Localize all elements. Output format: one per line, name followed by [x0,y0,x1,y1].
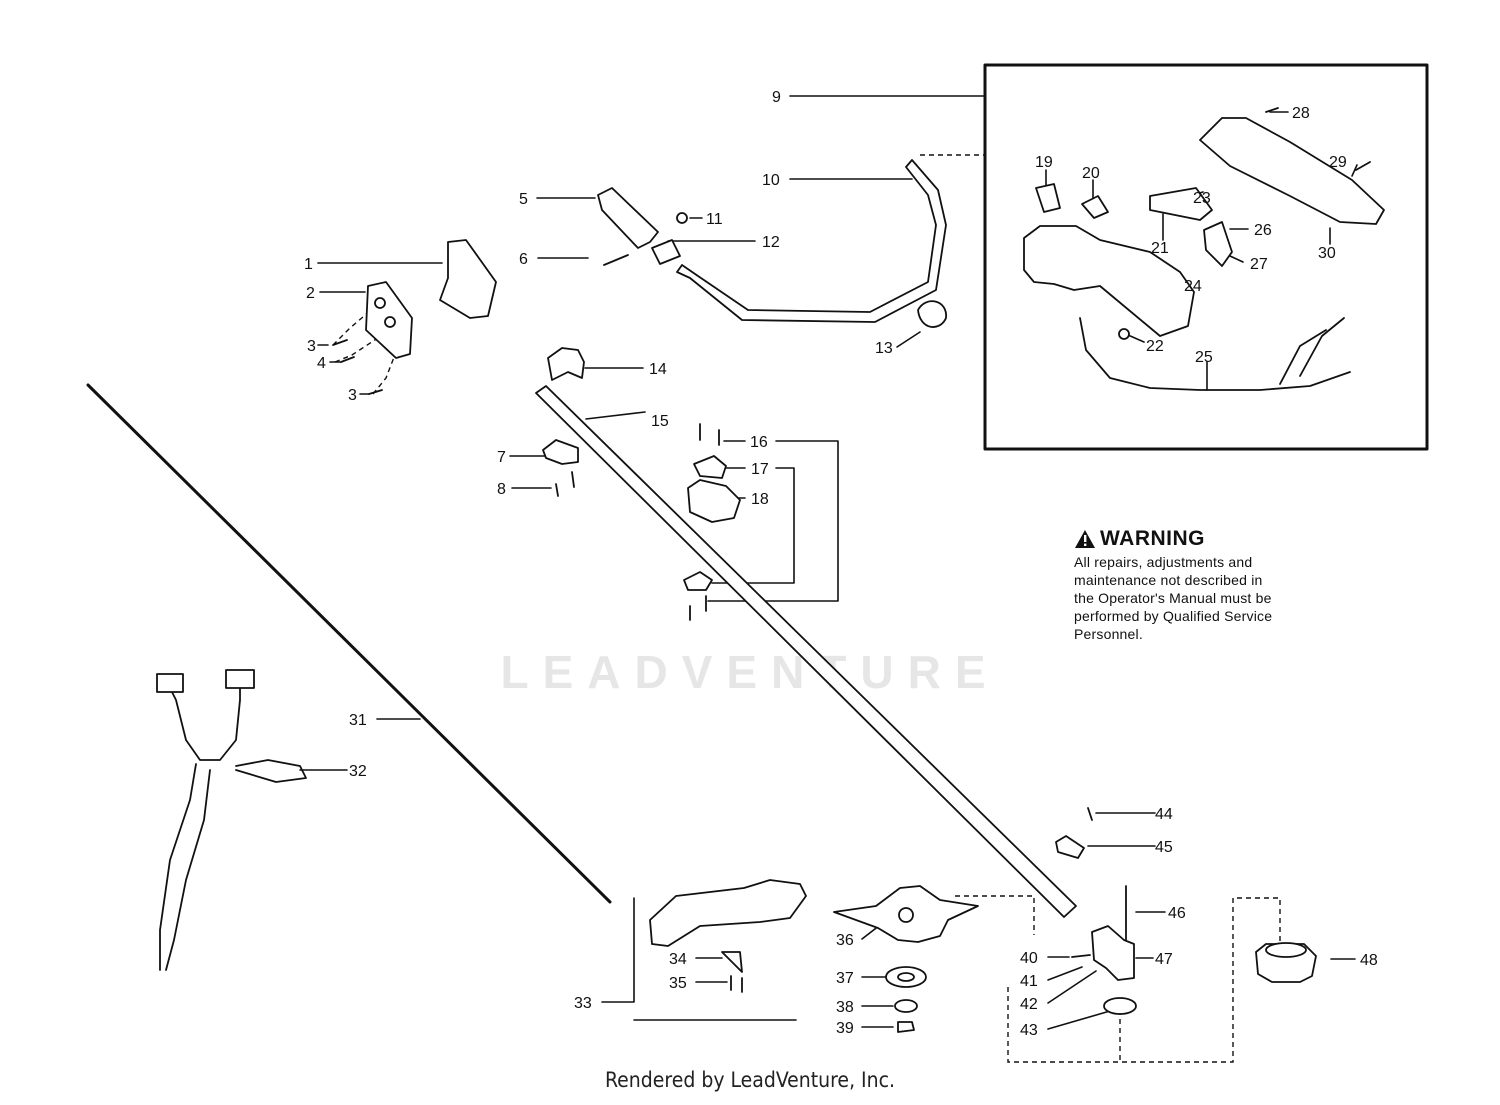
rendered-by-footer: Rendered by LeadVenture, Inc. [605,1068,895,1092]
clip-45-part [1055,835,1085,859]
adapter-43-part [1103,997,1137,1015]
washer-38-part [894,999,918,1013]
lower-clamp-part [683,571,713,591]
callout-6: 6 [519,251,528,268]
callout-27: 27 [1250,256,1268,273]
callout-31: 31 [349,712,367,729]
nut-39-part [897,1021,915,1033]
grip-handle-part [597,187,659,249]
loop-handle [676,159,947,323]
gear-head-part [1091,925,1135,981]
nut-part [676,212,688,224]
warning-line: maintenance not described in [1074,572,1263,588]
callout-22: 22 [1146,338,1164,355]
warning-title: WARNING [1074,527,1334,551]
warning-body: All repairs, adjustments and maintenance… [1074,553,1334,643]
callout-26: 26 [1254,222,1272,239]
callout-25: 25 [1195,349,1213,366]
callout-23: 23 [1193,190,1211,207]
callout-41: 41 [1020,973,1038,990]
warning-line: Personnel. [1074,626,1143,642]
callout-33: 33 [574,995,592,1012]
switch-assembly-part [687,479,741,523]
callout-18: 18 [751,491,769,508]
callout-10: 10 [762,172,780,189]
callout-29: 29 [1329,154,1347,171]
callout-14: 14 [649,361,667,378]
callout-42: 42 [1020,996,1038,1013]
callout-24: 24 [1184,278,1202,295]
clamp-7-part [542,439,579,465]
harness-part [165,675,241,761]
callout-44: 44 [1155,806,1173,823]
callout-30: 30 [1318,245,1336,262]
callout-16: 16 [750,434,768,451]
clamp-part [651,239,681,265]
callout-5: 5 [519,191,528,208]
callout-3: 3 [307,338,316,355]
handle-clip-part [917,300,947,328]
callout-37: 37 [836,970,854,987]
callout-12: 12 [762,234,780,251]
callout-28: 28 [1292,105,1310,122]
callout-48: 48 [1360,952,1378,969]
warning-notice: WARNING All repairs, adjustments and mai… [1074,527,1334,643]
callout-39: 39 [836,1020,854,1037]
warning-triangle-icon [1075,530,1095,548]
callout-19: 19 [1035,154,1053,171]
tube-clamp-part [547,347,585,381]
callout-32: 32 [349,763,367,780]
callout-8: 8 [497,481,506,498]
upper-housing-part [1199,117,1385,225]
clamp-17-part [693,455,727,479]
callout-46: 46 [1168,905,1186,922]
callout-43: 43 [1020,1022,1038,1039]
callout-13: 13 [875,340,893,357]
callout-20: 20 [1082,165,1100,182]
blade-guard-part [649,879,807,947]
warning-line: All repairs, adjustments and [1074,554,1253,570]
callout-36: 36 [836,932,854,949]
callout-21: 21 [1151,240,1169,257]
warning-line: performed by Qualified Service [1074,608,1273,624]
handle-assembly-inset-frame [983,63,1429,451]
leadventure-watermark: LEADVENTURE [500,646,1000,698]
callout-9: 9 [772,89,781,106]
handle-housing-part [1023,225,1195,337]
callout-3: 3 [348,387,357,404]
callout-2: 2 [306,285,315,302]
callout-1: 1 [304,256,313,273]
drive-shaft-part [86,383,612,904]
cover-part [439,239,497,319]
warning-title-text: WARNING [1100,527,1205,550]
callout-11: 11 [706,211,723,228]
callout-38: 38 [836,999,854,1016]
callout-40: 40 [1020,950,1038,967]
warning-line: the Operator's Manual must be [1074,590,1272,606]
shaft-tube-part [535,385,1077,918]
callout-15: 15 [651,413,669,430]
callout-35: 35 [669,975,687,992]
callout-47: 47 [1155,951,1173,968]
callout-45: 45 [1155,839,1173,856]
callout-7: 7 [497,449,506,466]
callout-4: 4 [317,355,326,372]
callout-17: 17 [751,461,769,478]
callout-34: 34 [669,951,687,968]
